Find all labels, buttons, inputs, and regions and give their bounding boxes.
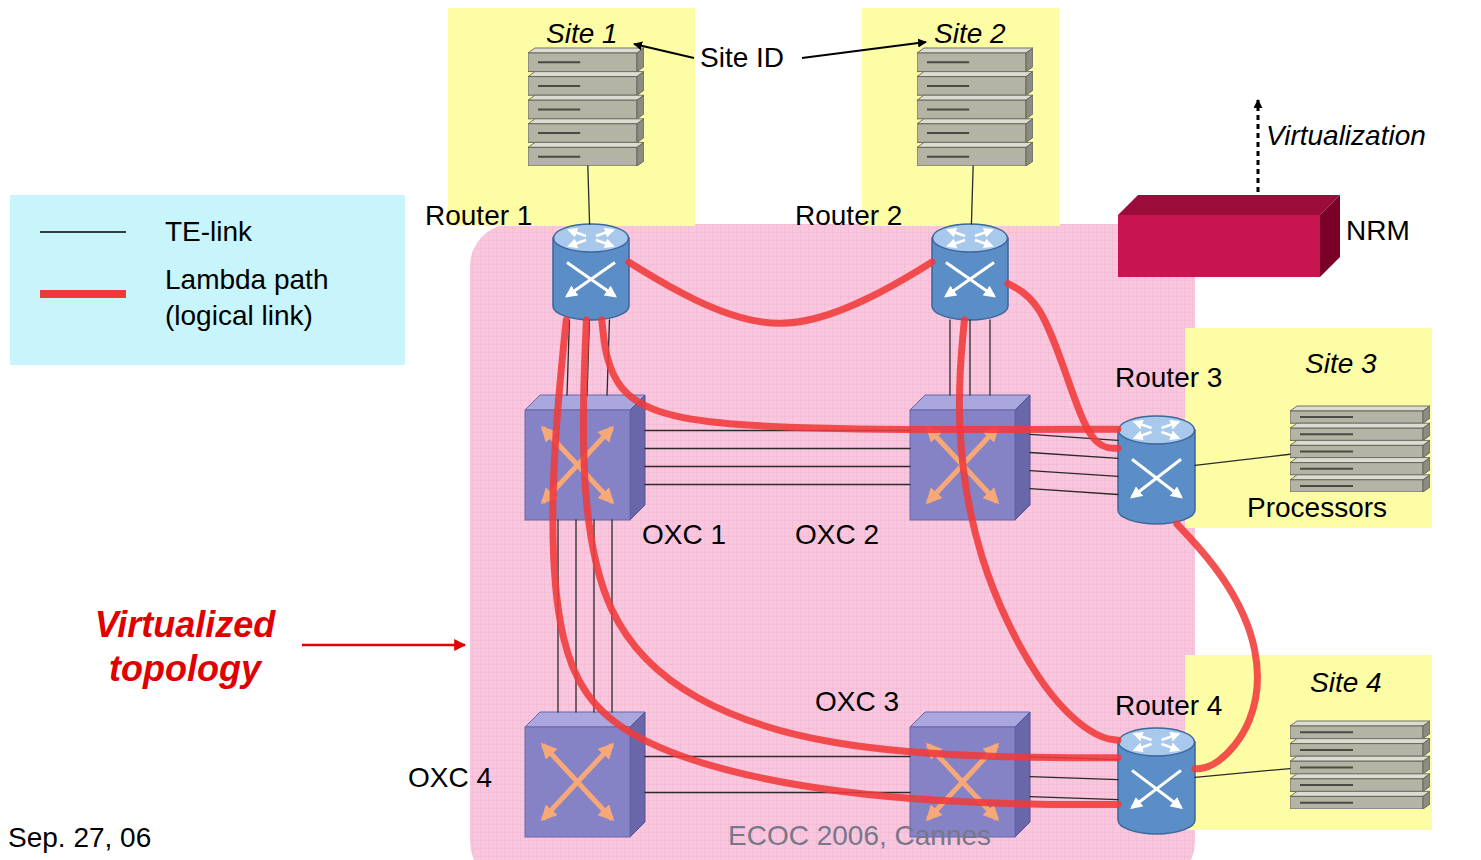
oxc-label: OXC 2	[795, 519, 879, 551]
te-link	[969, 320, 970, 395]
free-label: Sep. 27, 06	[8, 822, 151, 854]
router-label: Router 2	[795, 200, 902, 232]
te-link	[1030, 434, 1118, 440]
lambda-path	[959, 320, 1118, 740]
router-node: Router 1	[553, 224, 629, 320]
lambda-path	[629, 262, 932, 323]
leader-arrow	[634, 44, 694, 58]
te-link	[989, 320, 990, 395]
te-link	[1030, 471, 1118, 477]
nrm-node: NRM	[1118, 195, 1340, 277]
te-link	[575, 520, 576, 712]
router-label: Router 3	[1115, 362, 1222, 394]
te-link	[557, 520, 558, 712]
lambda-path	[602, 320, 1118, 430]
legend-sample	[40, 286, 130, 302]
nrm-icon	[1118, 195, 1340, 277]
free-label: Virtualized topology	[60, 603, 310, 691]
virtualized-region	[470, 224, 1195, 860]
free-label: Site ID	[700, 42, 784, 74]
te-link	[611, 520, 612, 712]
oxc-node: OXC 2	[910, 395, 1030, 520]
te-link	[1030, 453, 1118, 459]
te-link	[567, 320, 569, 395]
te-link	[971, 166, 973, 224]
site-label: Processors	[1247, 492, 1387, 524]
site-node: Site 3 Processors	[1185, 328, 1432, 528]
te-link	[949, 320, 950, 395]
nrm-label: NRM	[1346, 215, 1410, 247]
oxc-label: OXC 3	[815, 686, 899, 718]
te-link	[645, 792, 910, 793]
site-node: Site 4	[1185, 655, 1432, 830]
oxc-label: OXC 1	[642, 519, 726, 551]
oxc-icon	[910, 395, 1030, 520]
te-link	[588, 166, 590, 224]
router-icon	[1118, 416, 1195, 524]
oxc-node: OXC 4	[525, 712, 645, 837]
router-label: Router 1	[425, 200, 532, 232]
site-node: Site 1	[448, 8, 695, 226]
region-pointer	[302, 644, 465, 647]
legend-text: TE-link	[165, 214, 252, 250]
te-link	[1030, 797, 1118, 800]
te-link	[593, 520, 594, 712]
lambda-path	[1177, 524, 1257, 769]
te-link	[645, 448, 910, 449]
lambda-path	[553, 320, 1118, 805]
lambda-path	[1008, 284, 1118, 449]
server-icon	[917, 42, 1033, 166]
te-link	[1030, 777, 1118, 780]
te-link	[1195, 769, 1290, 778]
leader-arrow	[802, 42, 926, 58]
router-label: Router 4	[1115, 690, 1222, 722]
oxc-icon	[525, 395, 645, 520]
site-label: Site 2	[934, 18, 1006, 50]
router-node: Router 2	[932, 224, 1008, 320]
oxc-icon	[910, 712, 1030, 837]
te-link	[587, 320, 589, 395]
free-label: Virtualization	[1266, 120, 1426, 152]
free-label: ECOC 2006, Cannes	[728, 820, 991, 852]
te-link	[1030, 489, 1118, 495]
oxc-icon	[525, 712, 645, 837]
site-label: Site 3	[1305, 348, 1377, 380]
site-label: Site 1	[546, 18, 618, 50]
te-link	[645, 756, 910, 757]
lambda-path	[583, 320, 1118, 758]
te-link	[1195, 454, 1290, 465]
legend-box	[10, 195, 405, 365]
oxc-node: OXC 3	[910, 712, 1030, 837]
legend-text: Lambda path (logical link)	[165, 262, 380, 334]
site-node: Site 2	[862, 8, 1060, 226]
server-icon	[1290, 715, 1430, 809]
router-node: Router 3	[1118, 416, 1195, 524]
router-node: Router 4	[1118, 728, 1195, 834]
site-label: Site 4	[1310, 667, 1382, 699]
legend-sample	[40, 224, 130, 240]
te-link	[607, 320, 609, 395]
te-link	[645, 484, 910, 485]
te-link	[645, 430, 910, 431]
virtualization-arrow	[1257, 100, 1260, 192]
oxc-node: OXC 1	[525, 395, 645, 520]
te-link	[1030, 757, 1118, 760]
server-icon	[1290, 400, 1430, 492]
router-icon	[1118, 728, 1195, 834]
server-icon	[528, 42, 644, 166]
router-icon	[553, 224, 629, 320]
te-link	[645, 466, 910, 467]
router-icon	[932, 224, 1008, 320]
oxc-label: OXC 4	[408, 762, 492, 794]
